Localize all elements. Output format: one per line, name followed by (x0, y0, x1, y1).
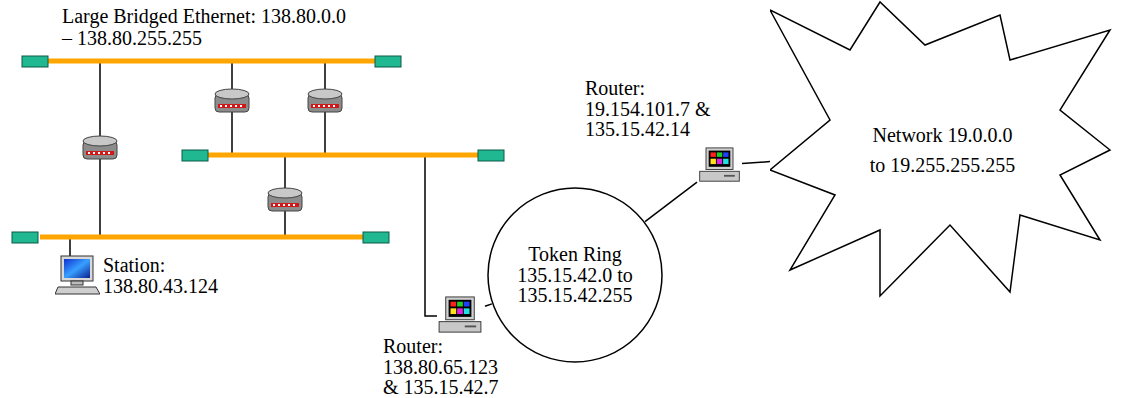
token-ring: Token Ring 135.15.42.0 to 135.15.42.255 (487, 187, 663, 363)
router: Router: 138.80.65.123 & 135.15.42.7 (435, 296, 485, 334)
node-label: Router: 138.80.65.123 & 135.15.42.7 (383, 336, 509, 398)
cloud-outline (770, 0, 1115, 300)
router: Router: 19.154.101.7 & 135.15.42.14 (697, 145, 742, 185)
router-icon (435, 296, 485, 334)
station-icon (55, 255, 100, 295)
network-link (742, 162, 770, 164)
router-icon (697, 145, 742, 185)
network-link (645, 182, 697, 222)
network-cloud: Network 19.0.0.0 to 19.255.255.255 (770, 0, 1115, 300)
node-label: Station: 138.80.43.124 (103, 255, 228, 296)
node-label: Network 19.0.0.0 to 19.255.255.255 (868, 120, 1018, 180)
station: Station: 138.80.43.124 (55, 255, 100, 295)
network-label: Large Bridged Ethernet: 138.80.0.0 – 138… (62, 5, 347, 49)
node-label: Router: 19.154.101.7 & 135.15.42.14 (585, 78, 725, 140)
network-link (485, 304, 492, 306)
node-label: Token Ring 135.15.42.0 to 135.15.42.255 (514, 244, 636, 306)
